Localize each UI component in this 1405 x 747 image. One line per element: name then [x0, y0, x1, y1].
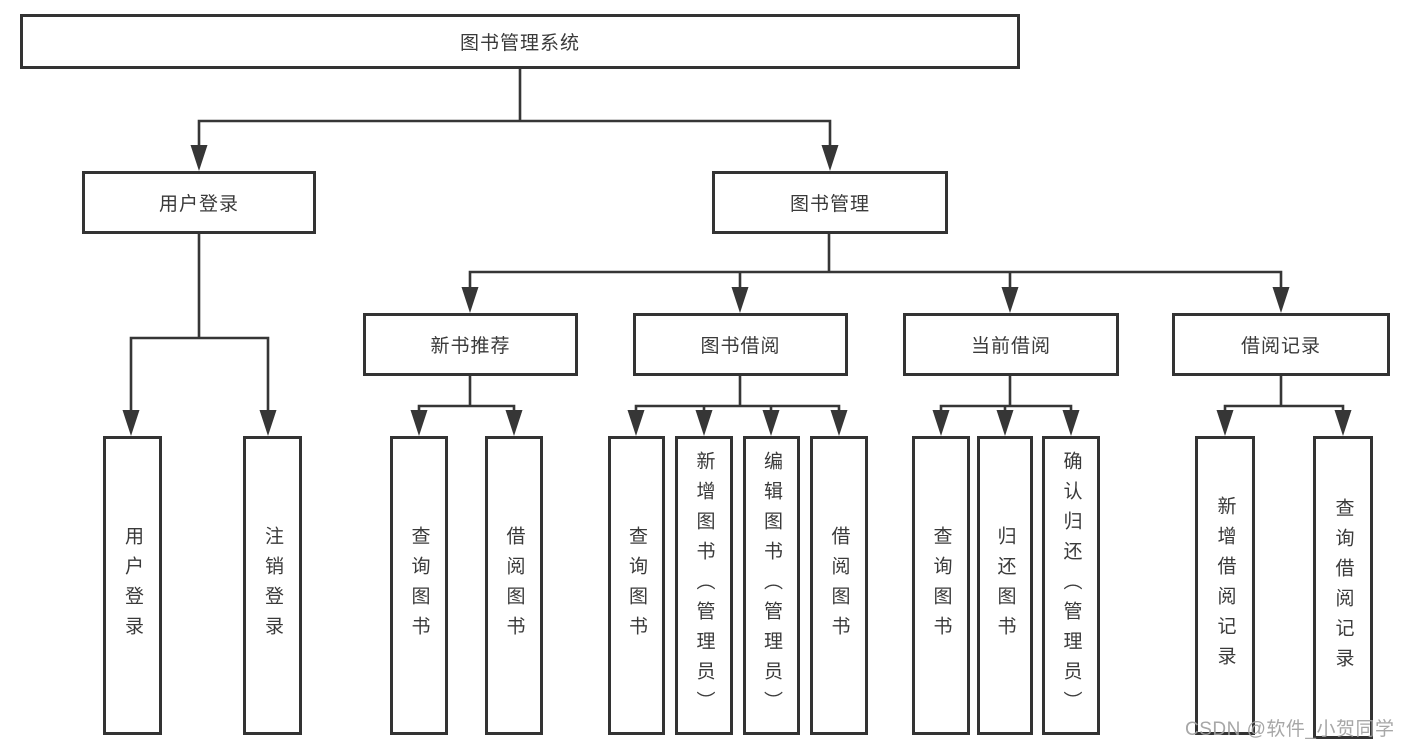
- node-label: 注销登录: [262, 525, 283, 646]
- node-new-book-recommendation: 新书推荐: [363, 313, 578, 376]
- node-label: 当前借阅: [970, 336, 1051, 357]
- leaf-borrow-books-recommend: 借阅图书: [485, 436, 543, 735]
- leaf-add-borrow-record: 新增借阅记录: [1195, 436, 1255, 735]
- node-borrowing-records: 借阅记录: [1172, 313, 1390, 376]
- leaf-logout: 注销登录: [243, 436, 302, 735]
- node-label: 新增图书（管理员）: [693, 450, 715, 721]
- node-label: 新增借阅记录: [1214, 495, 1236, 676]
- node-label: 归还图书: [994, 525, 1016, 646]
- node-book-management: 图书管理: [712, 171, 948, 234]
- leaf-add-book-admin: 新增图书（管理员）: [675, 436, 733, 735]
- node-label: 用户登录: [158, 194, 239, 215]
- node-label: 查询图书: [930, 525, 952, 646]
- node-label: 借阅记录: [1240, 336, 1321, 357]
- node-label: 确认归还（管理员）: [1060, 450, 1082, 721]
- csdn-watermark: CSDN @软件_小贺同学: [1185, 719, 1395, 740]
- node-label: 图书管理系统: [459, 33, 580, 54]
- leaf-query-books-current: 查询图书: [912, 436, 970, 735]
- node-book-borrowing: 图书借阅: [633, 313, 848, 376]
- node-label: 图书管理: [789, 194, 870, 215]
- node-label: 编辑图书（管理员）: [761, 450, 782, 721]
- leaf-return-books: 归还图书: [977, 436, 1033, 735]
- leaf-borrow-books-borrowing: 借阅图书: [810, 436, 868, 735]
- node-label: 图书借阅: [700, 336, 781, 357]
- node-current-borrowing: 当前借阅: [903, 313, 1119, 376]
- node-label: 查询借阅记录: [1332, 497, 1354, 678]
- node-label: 用户登录: [122, 525, 143, 646]
- node-label: 查询图书: [408, 525, 430, 646]
- leaf-confirm-return-admin: 确认归还（管理员）: [1042, 436, 1100, 735]
- leaf-user-login: 用户登录: [103, 436, 162, 735]
- node-user-login: 用户登录: [82, 171, 316, 234]
- leaf-query-books-recommend: 查询图书: [390, 436, 448, 735]
- node-label: 借阅图书: [503, 525, 525, 646]
- leaf-edit-book-admin: 编辑图书（管理员）: [743, 436, 800, 735]
- arrowheads: [122, 145, 1352, 436]
- node-label: 查询图书: [626, 525, 647, 646]
- node-label: 借阅图书: [828, 525, 850, 646]
- leaf-query-books-borrowing: 查询图书: [608, 436, 665, 735]
- leaf-query-borrow-record: 查询借阅记录: [1313, 436, 1373, 739]
- node-label: 新书推荐: [430, 336, 511, 357]
- node-library-management-system: 图书管理系统: [20, 14, 1020, 69]
